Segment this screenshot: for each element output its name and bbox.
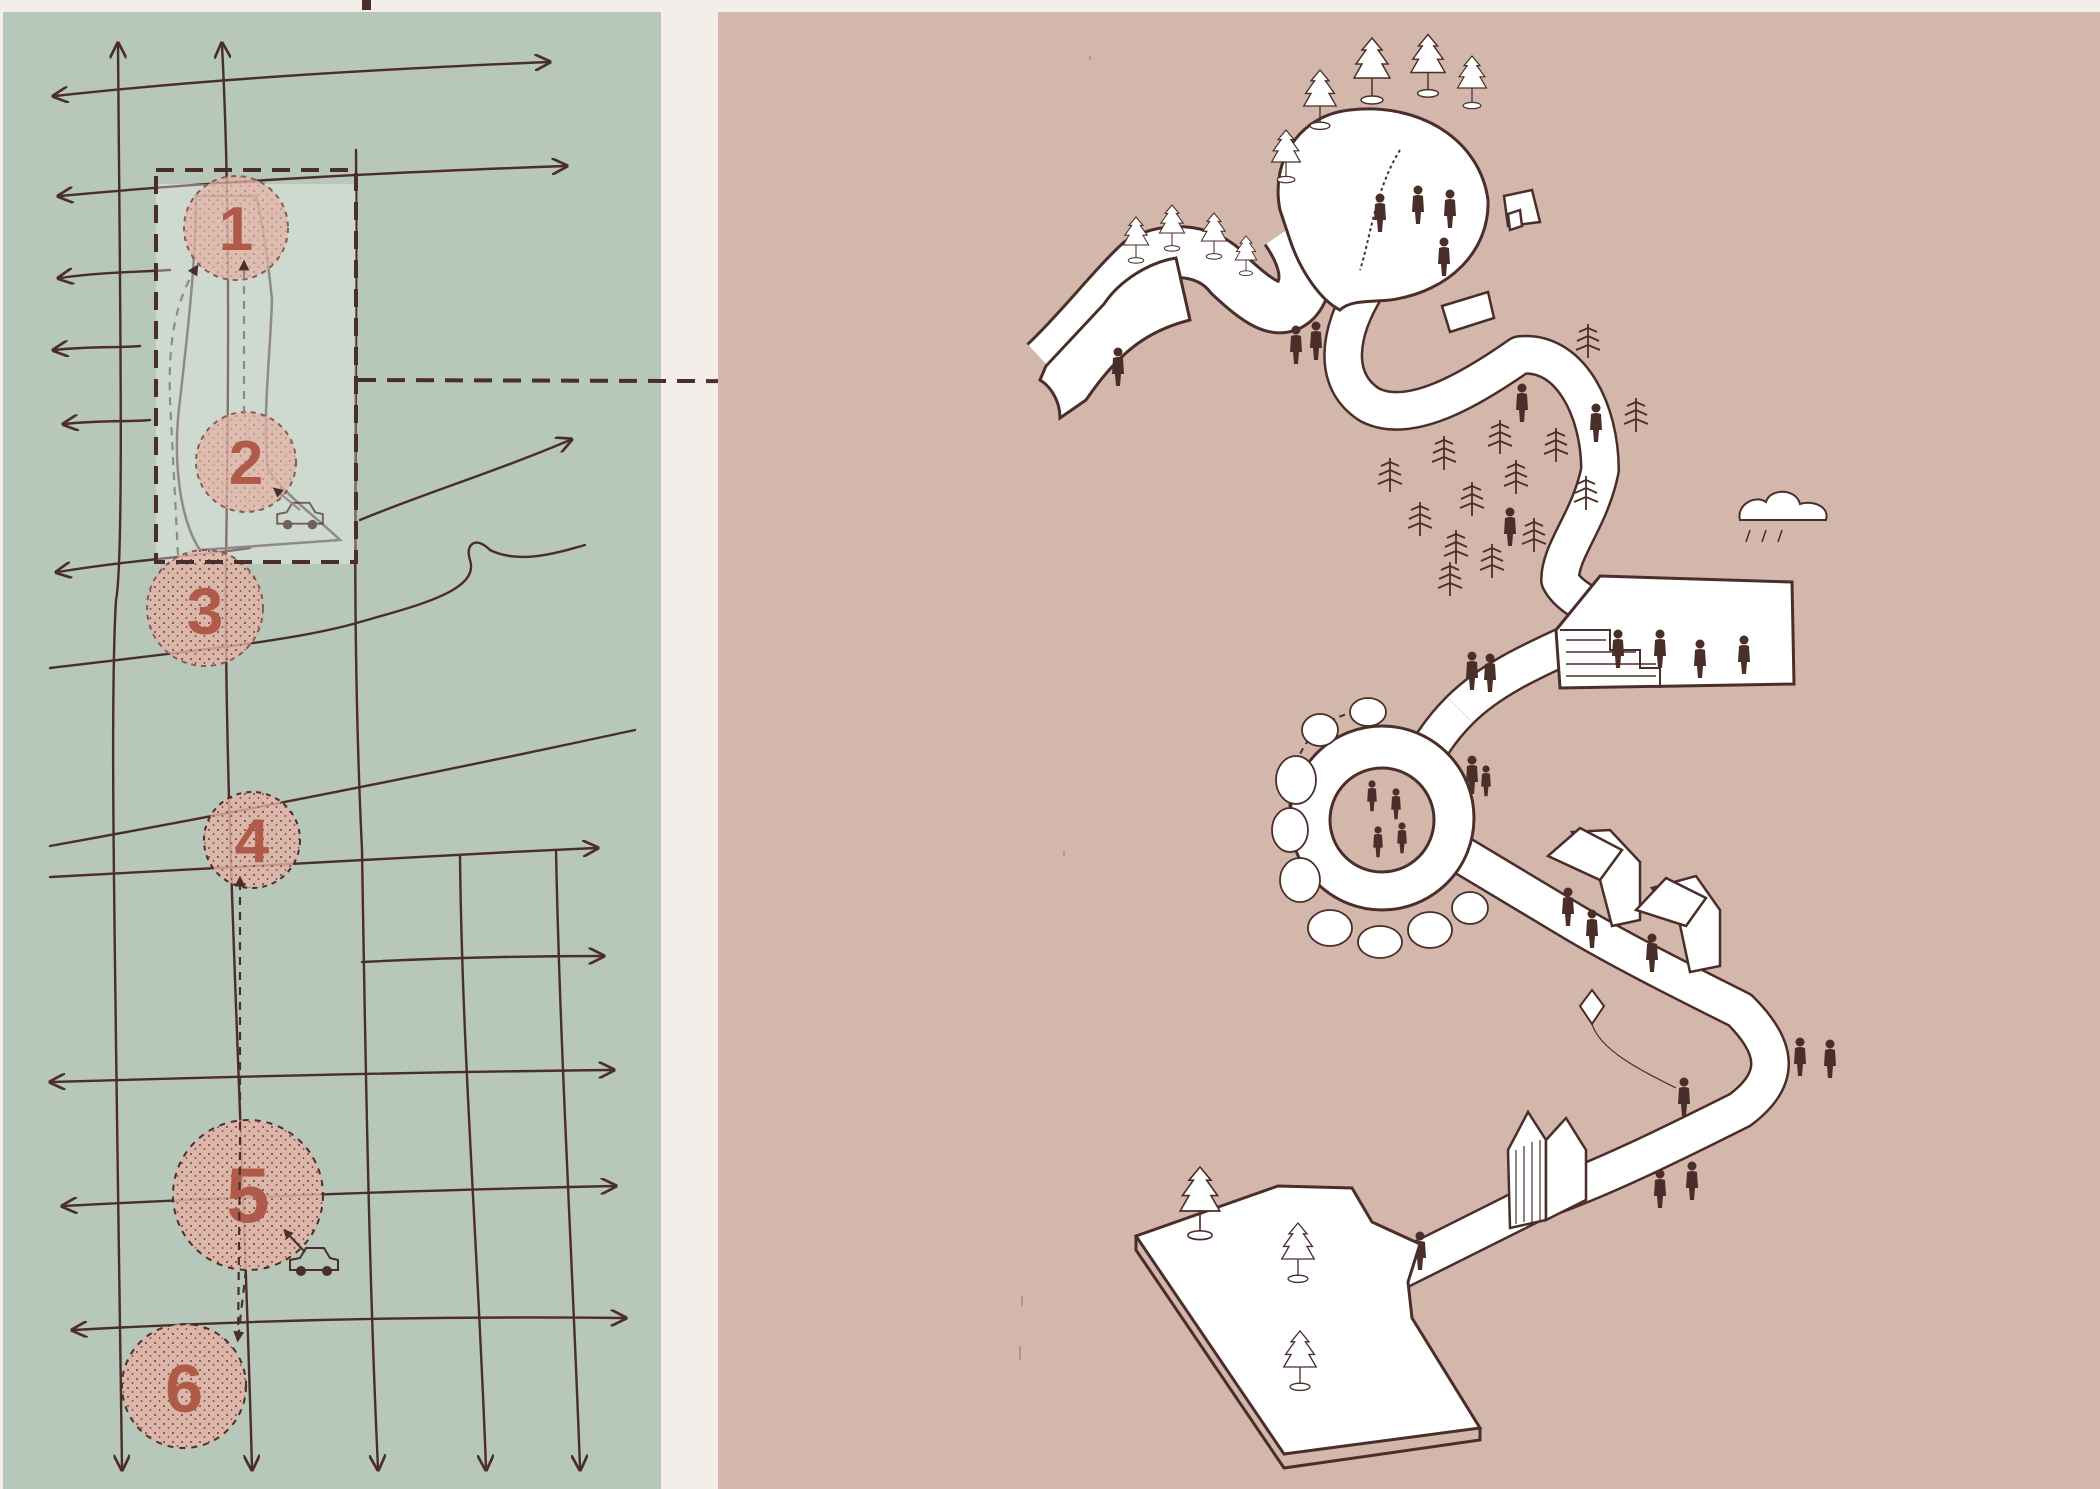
zone-label-1: 1 (219, 195, 253, 264)
tribune-platform (1556, 576, 1794, 688)
header-tick (362, 0, 371, 10)
zone-2: 2 (196, 412, 296, 512)
zone-3: 3 (147, 550, 263, 666)
zone-6: 6 (122, 1324, 246, 1448)
zone-label-2: 2 (229, 429, 263, 498)
zone-4: 4 (204, 792, 300, 888)
perspective-panel (718, 12, 2100, 1489)
zone-1: 1 (184, 176, 288, 280)
zone-label-5: 5 (226, 1151, 269, 1239)
street-grid-panel: 1 2 3 4 5 6 (3, 12, 661, 1489)
zone-label-4: 4 (235, 807, 270, 876)
zone-label-6: 6 (165, 1351, 203, 1427)
zone-label-3: 3 (187, 574, 224, 648)
